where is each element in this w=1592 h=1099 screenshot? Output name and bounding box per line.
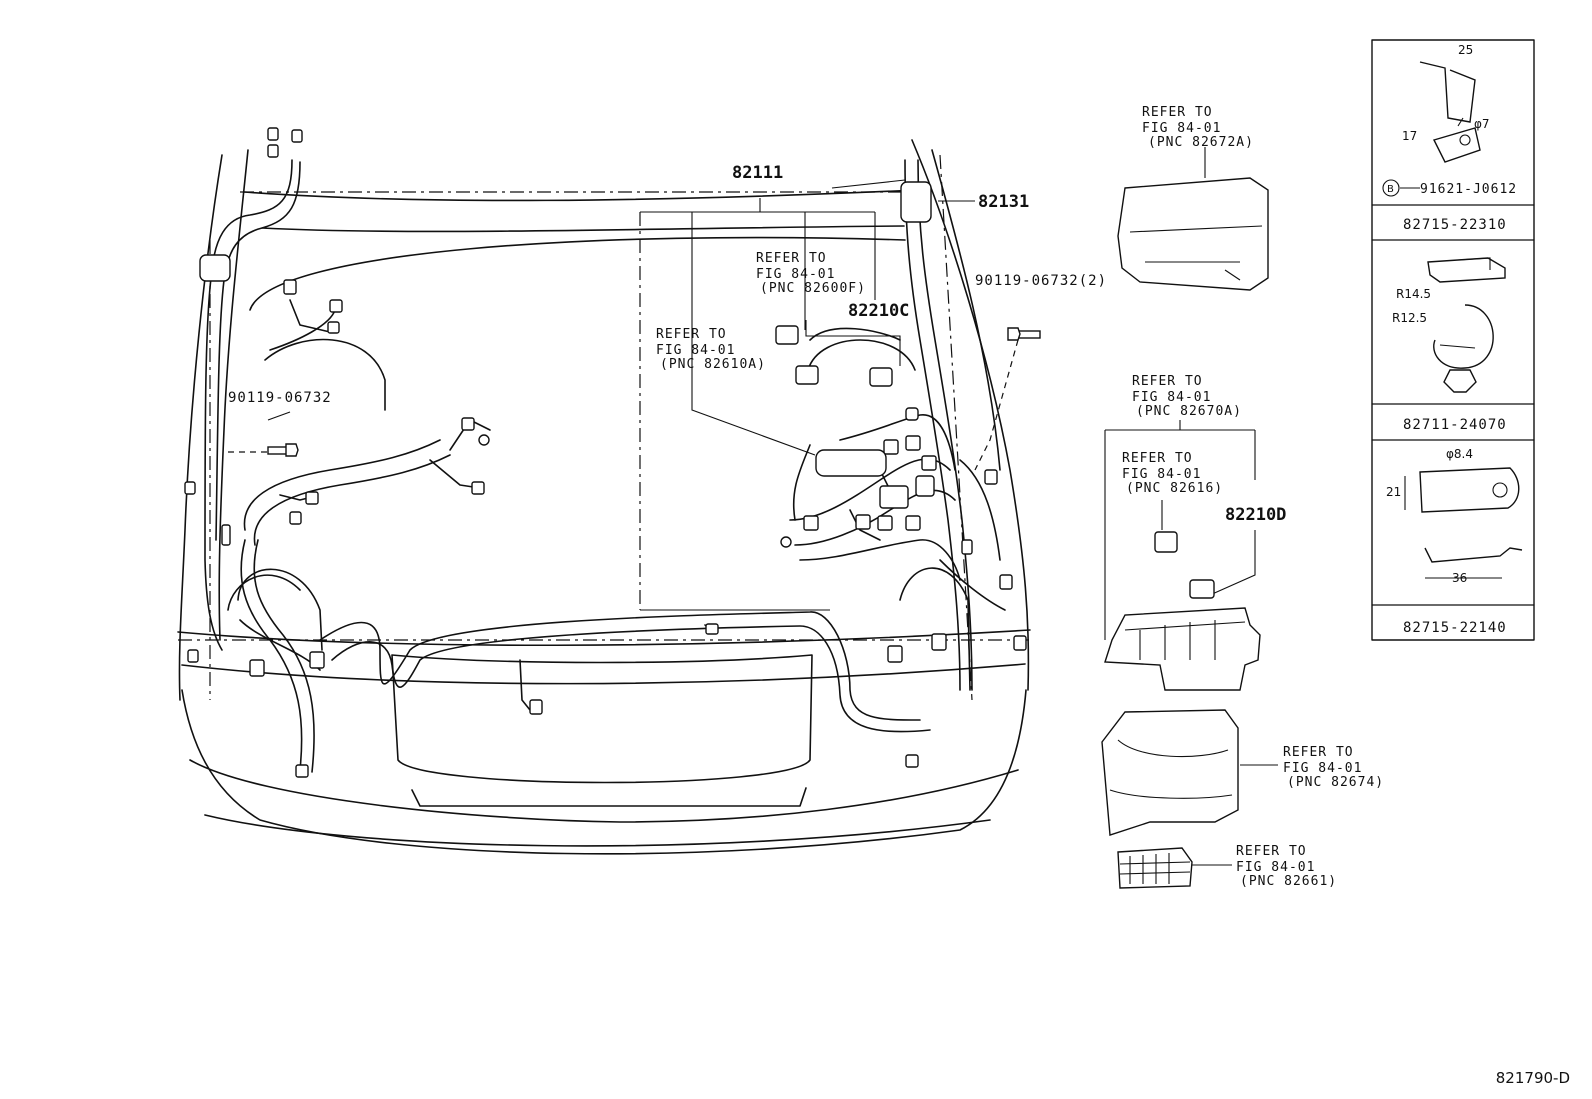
refer-82600f: REFER TO FIG 84-01 (PNC 82600F) <box>756 251 866 296</box>
dim-phi8-4: φ8.4 <box>1446 447 1473 461</box>
diagram-code: 821790-D <box>1495 1069 1570 1087</box>
bolt-right-icon <box>1007 327 1041 341</box>
dim-r14-5: R14.5 <box>1396 287 1431 301</box>
svg-text:FIG 84-01: FIG 84-01 <box>656 343 735 358</box>
svg-text:FIG 84-01: FIG 84-01 <box>1142 121 1221 136</box>
svg-text:REFER TO: REFER TO <box>756 251 827 266</box>
dim-17: 17 <box>1402 129 1417 143</box>
refer-82610a: REFER TO FIG 84-01 (PNC 82610A) <box>656 327 766 372</box>
svg-text:REFER TO: REFER TO <box>1142 105 1213 120</box>
part-82711-24070: 82711-24070 <box>1403 417 1507 433</box>
dim-r12-5: R12.5 <box>1392 311 1427 325</box>
dim-36: 36 <box>1452 571 1467 585</box>
svg-text:FIG 84-01: FIG 84-01 <box>1132 390 1211 405</box>
fusible-link-block <box>815 449 887 477</box>
b-marker-icon <box>1382 179 1400 197</box>
part-82210c: 82210C <box>848 301 909 321</box>
part-90119-06732: 90119-06732 <box>228 390 332 406</box>
svg-text:REFER TO: REFER TO <box>656 327 727 342</box>
svg-text:FIG 84-01: FIG 84-01 <box>1283 761 1362 776</box>
refer-82661: REFER TO FIG 84-01 (PNC 82661) <box>1236 844 1337 889</box>
refer-82672a: REFER TO FIG 84-01 (PNC 82672A) <box>1142 105 1254 150</box>
relay-82210d <box>1189 579 1215 599</box>
svg-text:REFER TO: REFER TO <box>1132 374 1203 389</box>
harness-connectors <box>184 127 1027 778</box>
bolt-left-icon <box>267 443 299 457</box>
svg-text:(PNC 82661): (PNC 82661) <box>1240 874 1337 889</box>
relay-82616 <box>1154 531 1178 553</box>
part-90119-06732-qty2: 90119-06732(2) <box>975 273 1107 289</box>
dim-phi7: φ7 <box>1474 117 1490 131</box>
grommet-right <box>900 181 932 223</box>
svg-text:(PNC 82616): (PNC 82616) <box>1126 481 1223 496</box>
part-91621-j0612: 91621-J0612 <box>1420 182 1517 197</box>
clip-82711-icon <box>1427 257 1506 393</box>
svg-text:REFER TO: REFER TO <box>1122 451 1193 466</box>
svg-text:REFER TO: REFER TO <box>1236 844 1307 859</box>
part-82210d: 82210D <box>1225 505 1286 525</box>
clip-parts-panel: 25 17 φ7 B 91621-J0612 82715-22310 R14.5… <box>1371 39 1535 641</box>
refer-82670a: REFER TO FIG 84-01 (PNC 82670A) <box>1132 374 1242 419</box>
svg-text:FIG 84-01: FIG 84-01 <box>1236 860 1315 875</box>
leader-lines <box>228 147 1278 866</box>
fuse-cover-82661 <box>1117 847 1193 889</box>
part-82111: 82111 <box>732 163 783 183</box>
svg-text:(PNC 82672A): (PNC 82672A) <box>1148 135 1254 150</box>
relay-82210c-a <box>795 365 819 385</box>
relay-block-82670a <box>1104 607 1261 691</box>
refer-82674: REFER TO FIG 84-01 (PNC 82674) <box>1283 745 1384 790</box>
svg-text:FIG 84-01: FIG 84-01 <box>756 267 835 282</box>
relay-box-lower-82674 <box>1101 709 1239 836</box>
part-82715-22140: 82715-22140 <box>1403 620 1507 636</box>
svg-text:(PNC 82600F): (PNC 82600F) <box>760 281 866 296</box>
dim-21: 21 <box>1386 485 1401 499</box>
part-82715-22310: 82715-22310 <box>1403 217 1507 233</box>
svg-text:B: B <box>1387 184 1394 195</box>
part-82131: 82131 <box>978 192 1029 212</box>
clip-82715-22140-icon <box>1404 467 1523 579</box>
svg-text:(PNC 82610A): (PNC 82610A) <box>660 357 766 372</box>
relay-box-cover-82672a <box>1117 177 1269 291</box>
clip-91621-icon <box>1419 61 1481 163</box>
svg-text:(PNC 82674): (PNC 82674) <box>1287 775 1384 790</box>
car-body-outline <box>177 139 1031 855</box>
relay-82210c-b <box>869 367 893 387</box>
refer-82616: REFER TO FIG 84-01 (PNC 82616) <box>1122 451 1223 496</box>
svg-text:FIG 84-01: FIG 84-01 <box>1122 467 1201 482</box>
grommet-left <box>199 254 231 282</box>
dim-25: 25 <box>1458 43 1473 57</box>
svg-text:REFER TO: REFER TO <box>1283 745 1354 760</box>
svg-text:(PNC 82670A): (PNC 82670A) <box>1136 404 1242 419</box>
